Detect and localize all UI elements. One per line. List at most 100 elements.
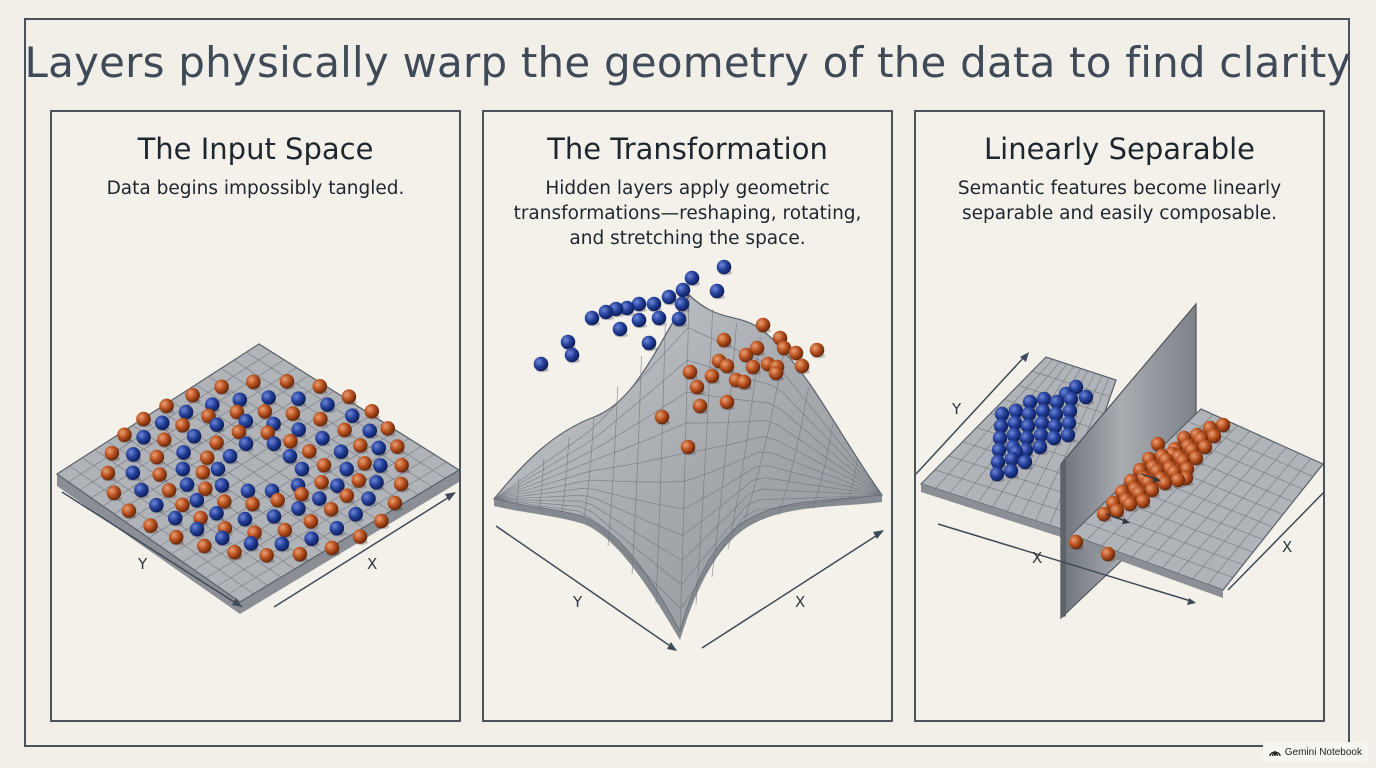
orange-point — [314, 474, 329, 490]
orange-point — [106, 485, 122, 501]
orange-point — [394, 457, 409, 473]
blue-point — [598, 304, 614, 320]
orange-point — [1144, 482, 1160, 498]
blue-point — [641, 335, 657, 351]
panel-title: The Input Space — [137, 132, 374, 166]
orange-point — [316, 457, 332, 473]
blue-point — [1034, 415, 1050, 431]
orange-point — [121, 503, 137, 518]
panel-linearly-separable: Y X X Linearly Separable Semantic featur… — [914, 110, 1325, 722]
orange-point — [374, 513, 389, 529]
watermark-text: Gemini Notebook — [1284, 746, 1362, 758]
blue-point — [176, 445, 191, 460]
blue-point — [274, 536, 290, 552]
orange-point — [689, 379, 705, 395]
y-axis-label: Y — [137, 555, 148, 573]
orange-point — [175, 497, 190, 513]
panel-transformation: Y X The Transformation Hidden layers app… — [482, 110, 893, 722]
blue-point — [209, 505, 224, 521]
orange-point — [749, 340, 765, 356]
blue-point — [371, 440, 387, 456]
blue-point — [291, 501, 306, 516]
orange-point — [337, 422, 352, 438]
orange-point — [1206, 428, 1222, 444]
orange-point — [231, 424, 247, 440]
blue-point — [671, 311, 687, 327]
blue-point — [315, 430, 330, 446]
orange-point — [257, 404, 273, 419]
blue-point — [651, 310, 667, 326]
orange-point — [313, 411, 328, 427]
orange-point — [227, 544, 242, 560]
blue-point — [362, 423, 378, 439]
orange-point — [1096, 506, 1112, 522]
blue-point — [992, 430, 1008, 446]
orange-point — [736, 374, 752, 390]
orange-point — [229, 404, 245, 420]
orange-point — [1157, 475, 1173, 491]
orange-point — [1215, 417, 1231, 433]
panel-title: The Transformation — [547, 132, 828, 166]
orange-point — [185, 387, 200, 403]
blue-point — [533, 356, 549, 372]
y-axis-arrow — [1020, 352, 1029, 362]
blue-point — [1022, 394, 1038, 410]
input-space-illustration: Y X — [55, 343, 459, 614]
separating-hyperplane-edge — [1061, 460, 1066, 618]
orange-point — [776, 340, 792, 356]
orange-point — [1170, 472, 1186, 488]
blue-point — [684, 270, 700, 286]
orange-point — [738, 347, 754, 363]
blue-point — [209, 417, 225, 432]
blue-point — [282, 448, 298, 464]
blue-point — [261, 390, 276, 405]
panel-input-space: Y X The Input Space Data begins impossib… — [50, 110, 461, 722]
blue-point — [204, 397, 220, 412]
blue-point — [991, 442, 1007, 458]
watermark: Gemini Notebook — [1262, 742, 1368, 762]
orange-point — [704, 368, 720, 384]
y-axis-line — [916, 354, 1027, 475]
orange-point — [283, 433, 298, 449]
orange-point — [1109, 503, 1125, 519]
blue-point — [1049, 394, 1065, 410]
blue-point — [154, 415, 170, 431]
orange-point — [259, 547, 274, 563]
orange-point — [351, 473, 367, 488]
orange-point — [159, 398, 174, 414]
notebook-logo-icon — [1269, 750, 1281, 756]
blue-point — [631, 296, 647, 312]
orange-point — [214, 379, 229, 395]
panel-description: Data begins impossibly tangled. — [106, 178, 405, 199]
orange-point — [680, 439, 696, 455]
orange-point — [168, 529, 184, 545]
orange-point — [277, 522, 293, 538]
blue-point — [348, 506, 363, 522]
blue-point — [214, 530, 230, 546]
y-axis-label: Y — [951, 400, 962, 418]
orange-point — [175, 417, 190, 433]
orange-point — [294, 486, 309, 502]
transformed-data-points — [533, 259, 826, 456]
blue-point — [294, 461, 310, 477]
x-axis-line — [937, 523, 1195, 603]
blue-point — [125, 465, 141, 481]
right-plane-grid — [1083, 414, 1314, 585]
orange-point — [719, 394, 735, 410]
blue-point — [646, 296, 662, 312]
blue-point — [333, 444, 349, 459]
orange-point — [352, 529, 368, 544]
x-axis-label: X — [1032, 549, 1042, 567]
blue-point — [1046, 430, 1062, 446]
orange-point — [149, 449, 165, 465]
orange-point — [1100, 546, 1116, 562]
orange-point — [117, 427, 132, 443]
blue-point — [989, 466, 1005, 482]
orange-point — [270, 492, 285, 508]
panel-title: Linearly Separable — [984, 132, 1255, 166]
orange-point — [341, 389, 357, 404]
orange-point — [292, 546, 308, 562]
orange-point — [260, 425, 276, 441]
orange-point — [755, 317, 771, 333]
transformation-illustration: Y X — [492, 259, 884, 651]
